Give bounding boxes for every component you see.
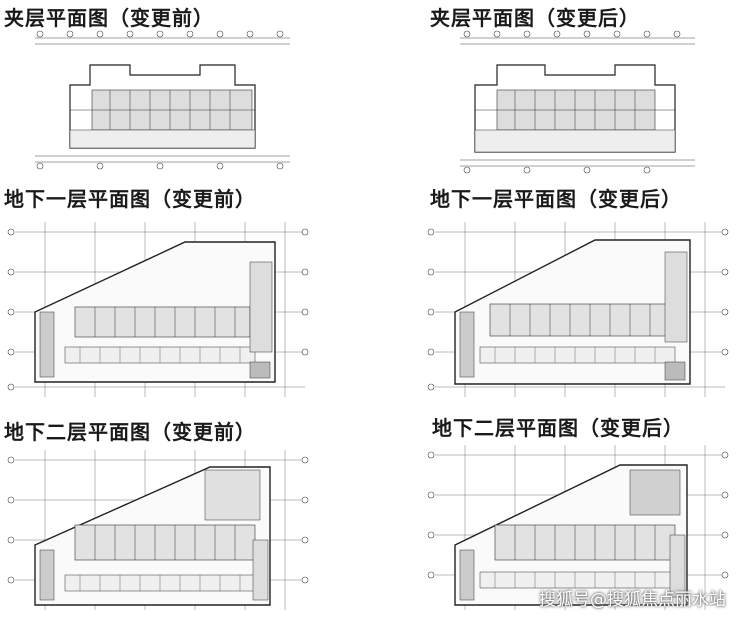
floor-plan-mezz-after (455, 30, 700, 175)
floor-plan-b1-before (5, 212, 310, 402)
watermark-text: 搜狐号@搜狐焦点丽水站 (539, 590, 726, 610)
panel-title-b1-before: 地下一层平面图（变更前） (4, 187, 256, 211)
floor-plan-mezz-before (30, 30, 295, 170)
panel-title-b2-after: 地下二层平面图（变更后） (432, 416, 684, 440)
panel-title-b1-after: 地下一层平面图（变更后） (430, 187, 682, 211)
panel-title-mezz-after: 夹层平面图（变更后） (430, 6, 640, 30)
floor-plan-b2-before (5, 445, 310, 615)
floor-plan-b1-after (425, 212, 730, 402)
panel-title-mezz-before: 夹层平面图（变更前） (4, 6, 214, 30)
panel-title-b2-before: 地下二层平面图（变更前） (4, 420, 256, 444)
floor-plan-b2-after (425, 440, 730, 615)
